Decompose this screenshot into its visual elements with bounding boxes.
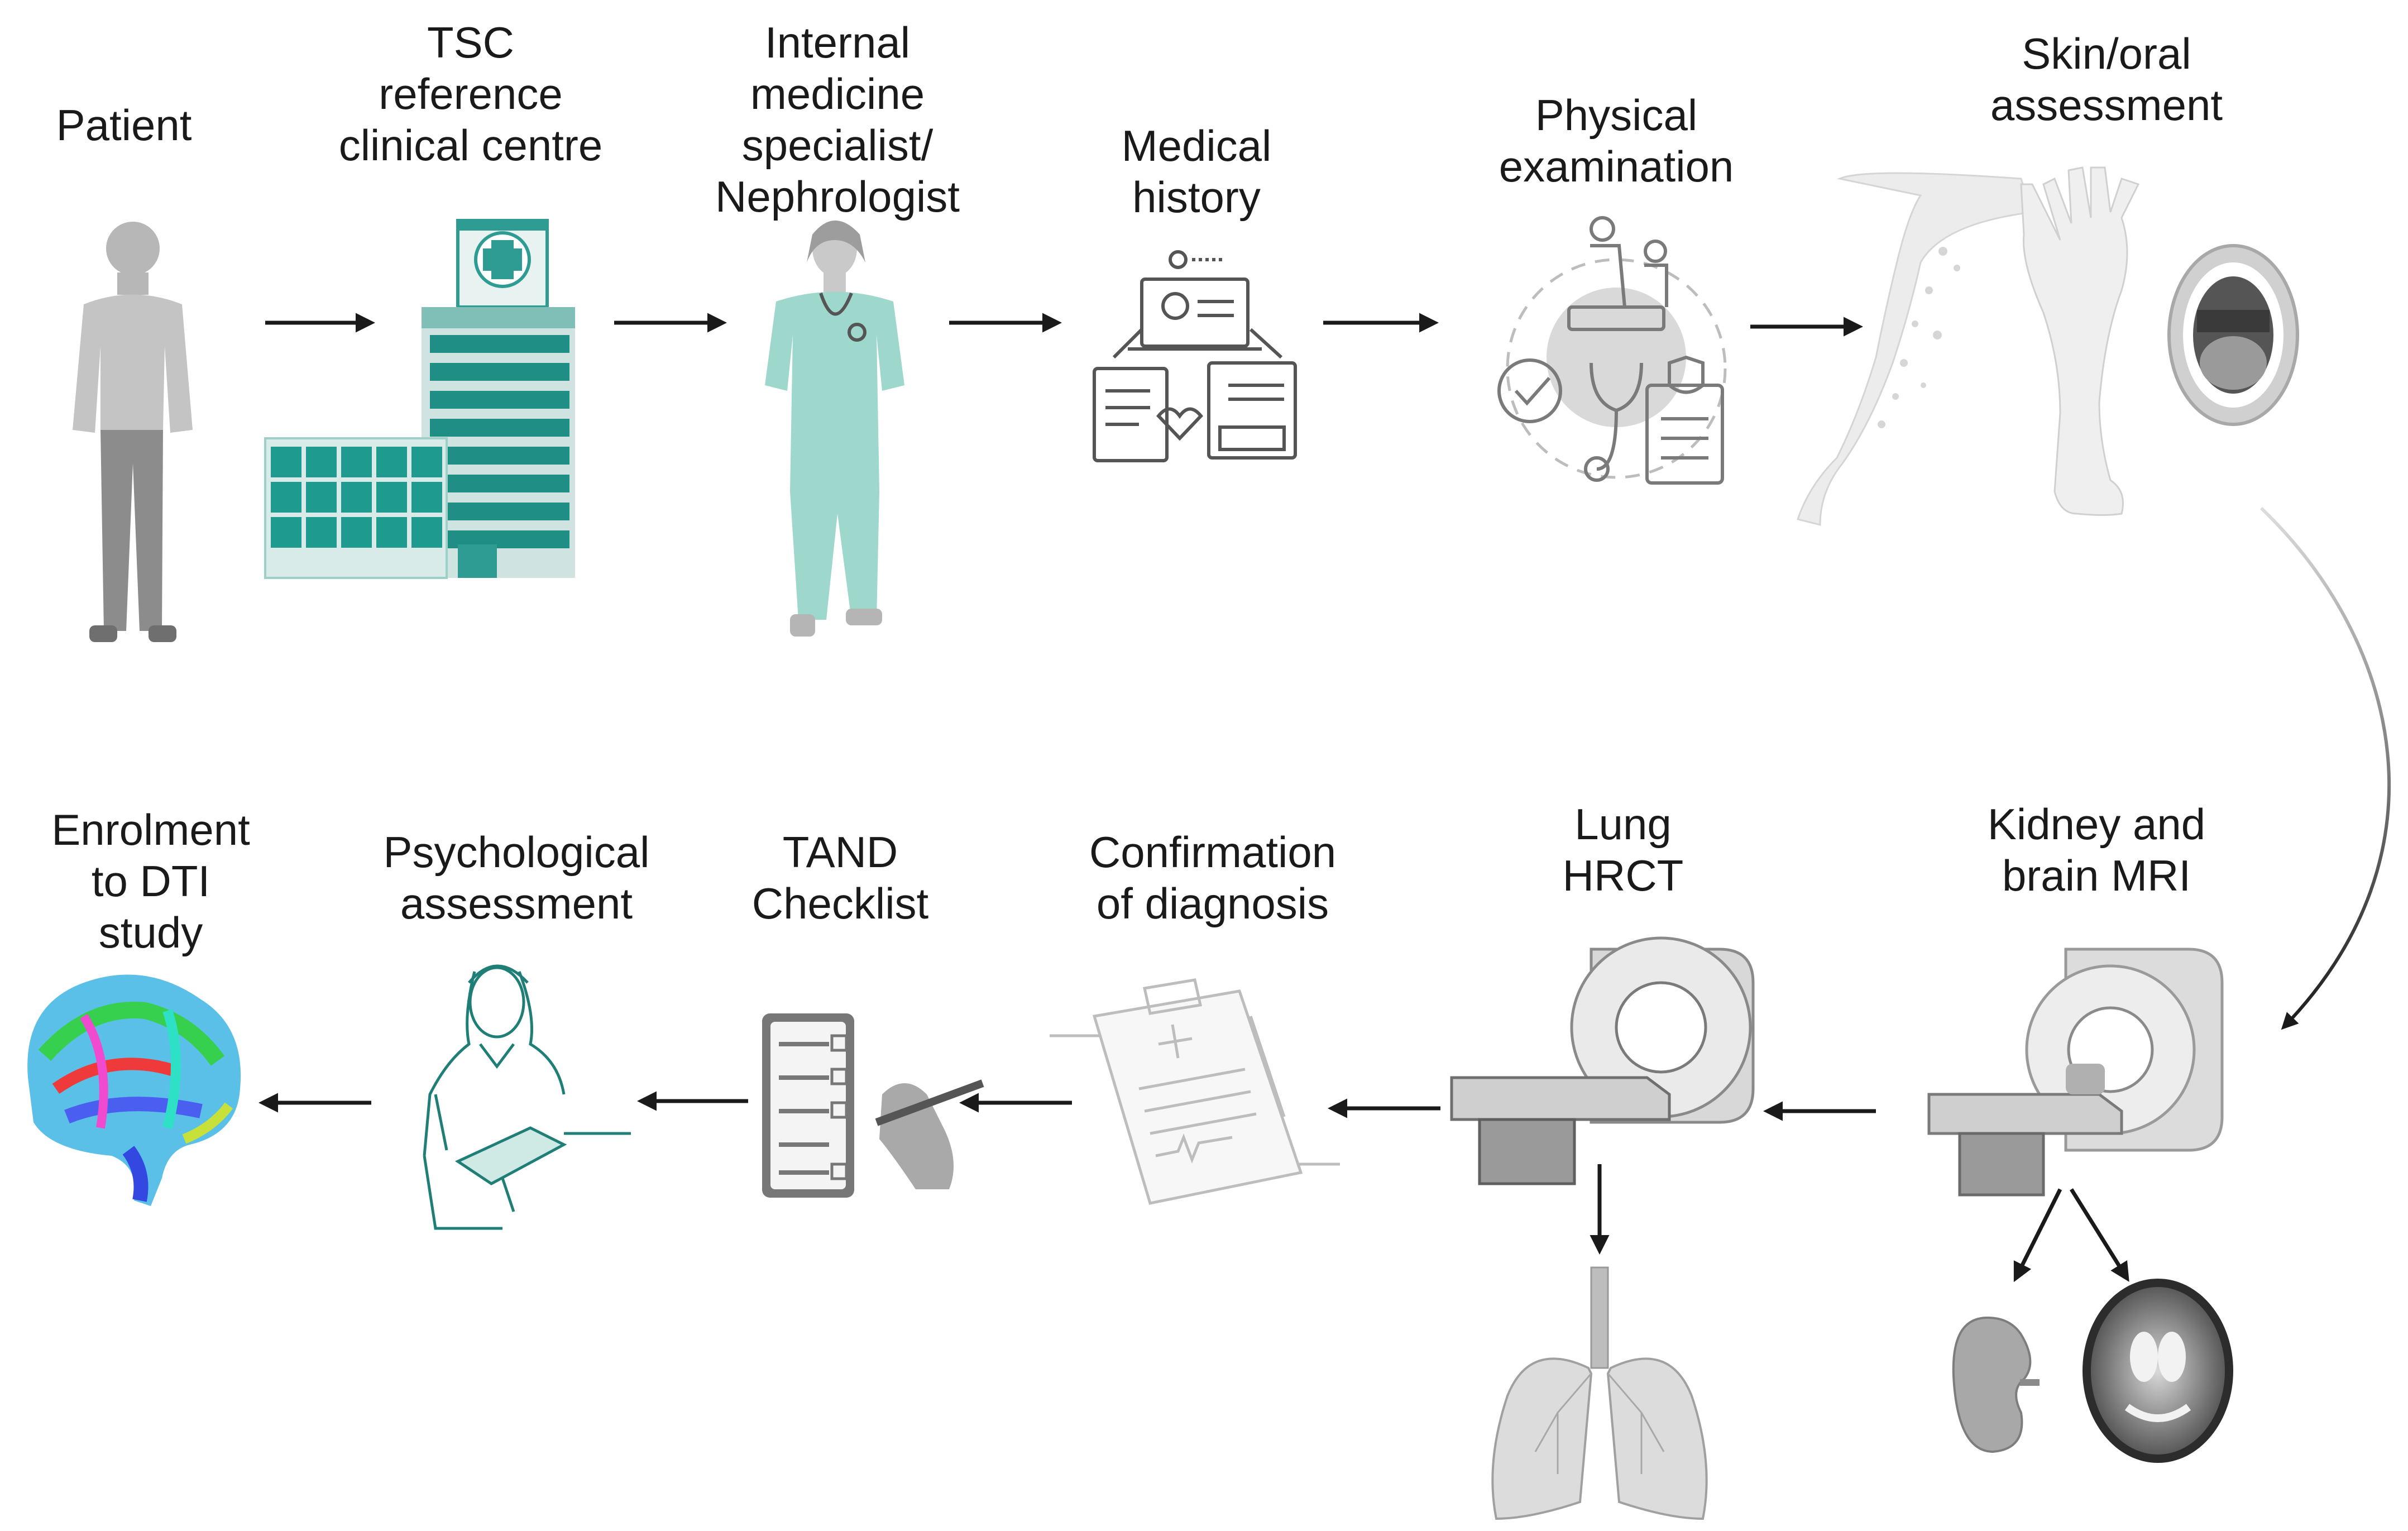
mri-scanner-icon xyxy=(1927,948,2224,1197)
brain-mri-slice-icon xyxy=(2083,1279,2233,1463)
arrow-mri-to-kidney xyxy=(2013,1188,2062,1283)
label-kidney-brain-mri: Kidney and brain MRI xyxy=(1901,798,2292,901)
label-tand: TAND Checklist xyxy=(645,826,1036,929)
hospital-icon xyxy=(264,219,575,579)
lungs-icon xyxy=(1491,1266,1708,1520)
label-line: Internal xyxy=(764,18,911,67)
label-line: Kidney and xyxy=(1987,800,2206,849)
dti-brain-icon xyxy=(27,974,241,1206)
label-line: history xyxy=(1132,173,1261,222)
psychologist-icon xyxy=(423,964,631,1230)
person-icon xyxy=(73,222,193,642)
skin-arm-icon xyxy=(1797,172,2034,526)
label-psych: Psychological assessment xyxy=(321,826,712,929)
label-line: Physical xyxy=(1535,90,1698,140)
label-line: clinical centre xyxy=(338,121,603,170)
label-line: Psychological xyxy=(383,827,650,877)
label-line: Confirmation xyxy=(1089,827,1337,877)
label-line: Checklist xyxy=(751,879,929,928)
label-confirmation: Confirmation of diagnosis xyxy=(1017,826,1408,929)
label-line: Medical xyxy=(1121,121,1272,170)
hand-foot-icon xyxy=(2020,166,2140,516)
clipboard-icon xyxy=(1050,978,1340,1205)
label-line: HRCT xyxy=(1562,851,1684,900)
label-line: TSC xyxy=(427,18,514,67)
label-line: medicine xyxy=(750,69,925,118)
physical-exam-icon xyxy=(1497,216,1727,485)
label-line: Lung xyxy=(1574,800,1672,849)
mouth-icon xyxy=(2167,244,2299,426)
label-line: to DTI xyxy=(91,857,210,906)
flow-arrows-row1 xyxy=(265,313,1863,337)
label-line: Nephrologist xyxy=(715,172,960,221)
label-line: of diagnosis xyxy=(1096,879,1329,928)
label-line: specialist/ xyxy=(741,121,933,170)
label-line: assessment xyxy=(1990,80,2223,130)
label-line: TAND xyxy=(782,827,898,877)
checklist-icon xyxy=(762,1013,984,1198)
flow-arrows-row2 xyxy=(258,1091,2129,1283)
label-line: brain MRI xyxy=(2002,851,2191,900)
doctor-icon xyxy=(765,221,904,637)
kidney-icon xyxy=(1952,1316,2040,1453)
label-line: assessment xyxy=(400,879,633,928)
label-tsc-centre: TSC reference clinical centre xyxy=(275,17,666,171)
label-physical-exam: Physical examination xyxy=(1421,89,1812,192)
label-line: reference xyxy=(379,69,563,118)
label-line: examination xyxy=(1499,142,1734,191)
ct-scanner-icon xyxy=(1450,936,1755,1185)
arrow-mri-to-brain xyxy=(2070,1188,2129,1282)
label-specialist: Internal medicine specialist/ Nephrologi… xyxy=(642,17,1033,222)
label-line: Skin/oral xyxy=(2022,29,2191,78)
medical-history-icon xyxy=(1093,250,1297,462)
label-lung-hrct: Lung HRCT xyxy=(1428,798,1818,901)
label-patient: Patient xyxy=(0,99,319,151)
arrow-curve-skin-to-mri xyxy=(2259,506,2391,1030)
label-skin-oral: Skin/oral assessment xyxy=(1911,28,2302,131)
label-line: Enrolment xyxy=(51,805,250,854)
label-line: study xyxy=(98,908,203,957)
label-enrolment: Enrolment to DTI study xyxy=(0,804,346,958)
label-medical-history: Medical history xyxy=(1001,120,1392,223)
label-line: Patient xyxy=(56,101,192,150)
